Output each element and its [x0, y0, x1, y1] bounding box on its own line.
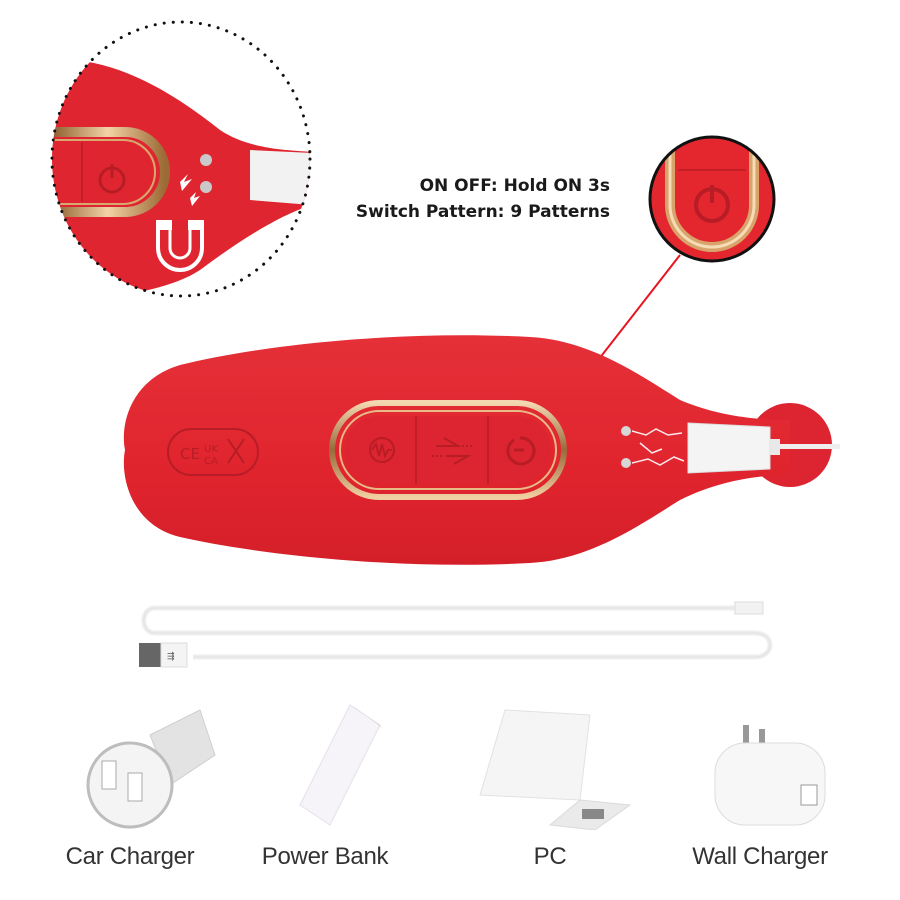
- pattern-button[interactable]: [348, 418, 414, 482]
- charging-port: [600, 415, 840, 485]
- svg-text:CA: CA: [204, 456, 218, 467]
- waveform-icon: [369, 437, 395, 463]
- power-button[interactable]: [490, 418, 554, 482]
- wall-charger-image: [705, 725, 835, 830]
- label-power-bank: Power Bank: [261, 843, 389, 870]
- power-button-inset: [648, 135, 776, 263]
- wall-charger-icon: [714, 725, 826, 826]
- switch-button[interactable]: [418, 418, 486, 482]
- magnet-detail-inset: [50, 20, 312, 298]
- pc-image: [470, 705, 640, 831]
- switch-arrows-icon: [432, 437, 472, 465]
- label-pc: PC: [533, 843, 567, 870]
- laptop-icon: [479, 709, 632, 831]
- label-car-charger: Car Charger: [65, 843, 195, 870]
- usb-symbol-icon: ⇶: [167, 651, 175, 662]
- svg-text:CE: CE: [180, 445, 200, 463]
- label-wall-charger: Wall Charger: [692, 843, 828, 870]
- device-body: CE UK CA: [120, 325, 840, 575]
- car-charger-image: [80, 705, 220, 830]
- car-charger-icon: [86, 709, 216, 829]
- power-bank-icon: [299, 704, 382, 826]
- usb-cable: ⇶: [135, 595, 795, 670]
- callout-on-off: ON OFF: Hold ON 3s: [419, 176, 610, 196]
- power-bank-image: [290, 700, 390, 830]
- callout-switch-pattern: Switch Pattern: 9 Patterns: [355, 202, 610, 222]
- ukca-mark: UK: [204, 444, 218, 455]
- power-icon: [506, 436, 536, 466]
